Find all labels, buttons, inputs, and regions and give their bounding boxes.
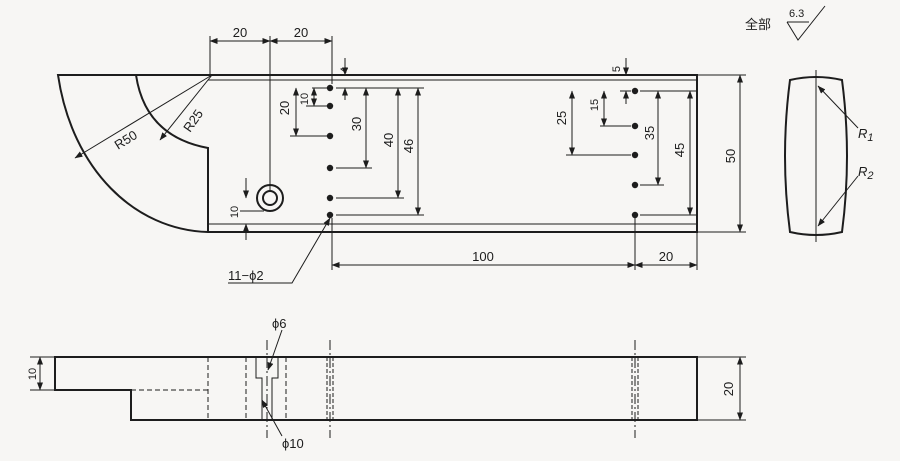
r50-leader — [74, 74, 213, 159]
finish-check-icon — [786, 5, 826, 41]
hole-column-right — [631, 87, 639, 219]
hole — [631, 211, 639, 219]
dim-45: 45 — [672, 143, 687, 157]
part-outline — [56, 74, 698, 233]
dim-r50: R50 — [112, 127, 140, 152]
finish-note: 全部 — [745, 17, 771, 32]
hole-section — [255, 357, 263, 420]
hole — [631, 87, 639, 95]
r25-leader — [159, 74, 213, 141]
hole-section — [271, 357, 279, 420]
front-view: ϕ6 ϕ10 10 20 — [27, 316, 746, 451]
surface-finish-symbol: 全部 6.3 — [745, 5, 826, 41]
dim-30: 30 — [349, 117, 364, 131]
dim-20v: 20 — [277, 101, 292, 115]
dim-holes: 11−ϕ2 — [228, 268, 264, 283]
dim-100: 100 — [472, 249, 494, 264]
dim-4: 4 — [339, 67, 351, 73]
dim-10: 10 — [299, 93, 311, 105]
dim-35: 35 — [642, 126, 657, 140]
hole — [631, 151, 639, 159]
end-view-outline — [784, 76, 848, 236]
r1-label: R1 — [858, 126, 874, 144]
dim-20r: 20 — [659, 249, 673, 264]
r25-cutout — [135, 74, 209, 232]
hole — [326, 211, 334, 219]
dim-50: 50 — [723, 149, 738, 163]
dim-20a: 20 — [233, 25, 247, 40]
dim-40: 40 — [381, 133, 396, 147]
top-view: 20 20 R50 R25 4 10 20 30 40 46 1 — [56, 25, 746, 284]
hole — [631, 122, 639, 130]
dim-15: 15 — [589, 99, 601, 111]
dim-phi6: ϕ6 — [272, 316, 287, 331]
holes-leader — [228, 217, 331, 284]
hole-column-left — [326, 84, 334, 219]
r2-leader — [817, 175, 859, 227]
hole — [631, 181, 639, 189]
hole — [326, 164, 334, 172]
dim-5: 5 — [611, 66, 623, 72]
hole — [326, 194, 334, 202]
dim-25: 25 — [554, 111, 569, 125]
dim-20b: 20 — [294, 25, 308, 40]
phi6-leader — [267, 329, 283, 371]
r1-leader — [817, 85, 859, 129]
dim-10b: 10 — [229, 206, 241, 218]
counterbore-inner — [262, 190, 278, 206]
dim-phi10: ϕ10 — [282, 436, 304, 451]
dim-r25: R25 — [180, 107, 206, 135]
front-view-outline — [54, 356, 698, 421]
dim-46: 46 — [401, 139, 416, 153]
dim-side20: 20 — [721, 382, 736, 396]
r2-label: R2 — [858, 164, 874, 182]
phi10-leader — [261, 399, 283, 437]
dim-side10: 10 — [27, 368, 39, 380]
end-view: R1 R2 — [784, 70, 874, 242]
finish-value: 6.3 — [789, 8, 804, 20]
